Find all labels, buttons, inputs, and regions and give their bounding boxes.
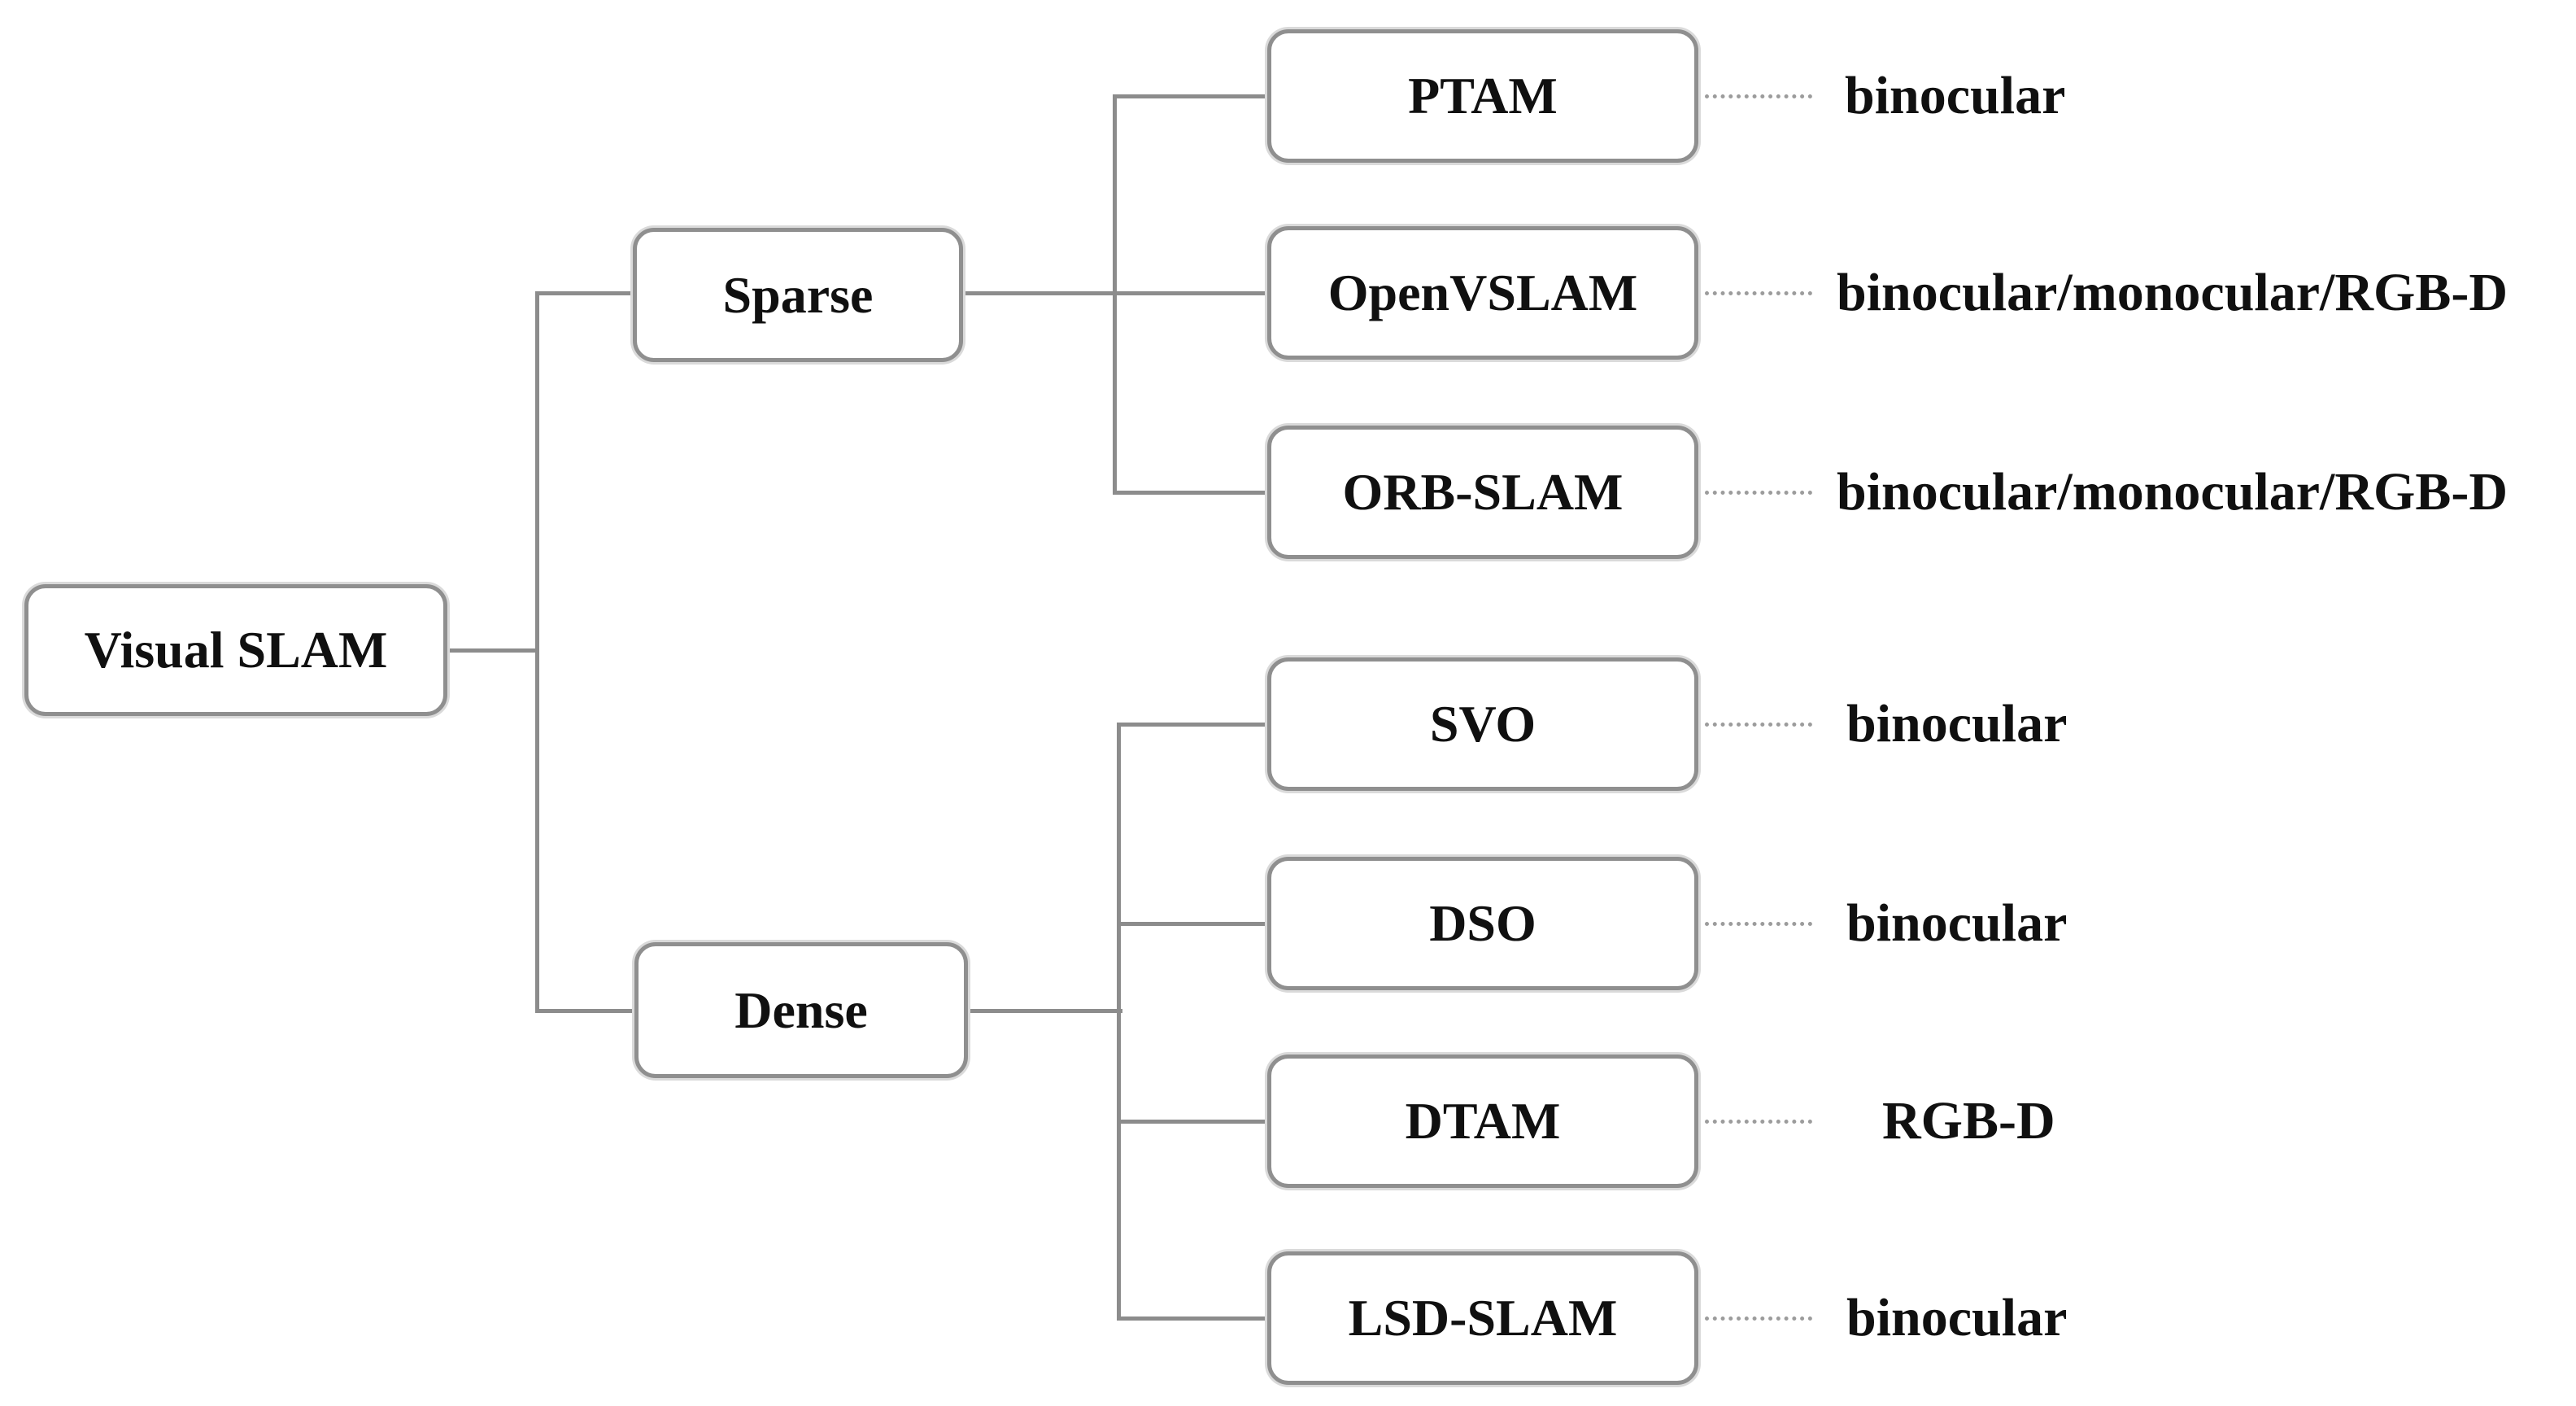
dotted-connector-dso bbox=[1705, 922, 1812, 926]
connector-to-dtam bbox=[1117, 1120, 1269, 1124]
connector-root-trunk bbox=[446, 648, 538, 653]
sensor-label-dtam: RGB-D bbox=[1882, 1091, 2055, 1151]
dotted-connector-svo bbox=[1705, 723, 1812, 727]
connector-to-svo bbox=[1117, 723, 1269, 727]
connector-root-vertical bbox=[535, 291, 539, 1013]
node-dense-label: Dense bbox=[734, 980, 868, 1039]
sensor-label-dso: binocular bbox=[1846, 893, 2068, 953]
connector-dense-trunk bbox=[966, 1009, 1122, 1013]
connector-dense-vertical bbox=[1117, 723, 1121, 1321]
connector-to-orb-slam bbox=[1113, 491, 1269, 495]
node-sparse: Sparse bbox=[633, 228, 963, 362]
connector-to-ptam bbox=[1113, 94, 1269, 98]
sensor-label-svo: binocular bbox=[1846, 694, 2068, 753]
node-lsd-slam-label: LSD-SLAM bbox=[1348, 1289, 1618, 1347]
node-dso: DSO bbox=[1267, 857, 1698, 990]
connector-to-sparse bbox=[535, 291, 634, 295]
dotted-connector-orb-slam bbox=[1705, 491, 1812, 495]
node-visual-slam: Visual SLAM bbox=[24, 584, 447, 716]
node-ptam-label: PTAM bbox=[1408, 67, 1558, 124]
node-dso-label: DSO bbox=[1429, 894, 1536, 952]
dotted-connector-dtam bbox=[1705, 1120, 1812, 1124]
node-orb-slam: ORB-SLAM bbox=[1267, 426, 1698, 559]
node-dense: Dense bbox=[634, 942, 968, 1078]
connector-to-dense bbox=[535, 1009, 636, 1013]
sensor-label-ptam: binocular bbox=[1845, 66, 2066, 125]
sensor-label-orb-slam: binocular/monocular/RGB-D bbox=[1837, 462, 2508, 522]
connector-sparse-trunk bbox=[961, 291, 1118, 295]
dotted-connector-lsd-slam bbox=[1705, 1316, 1812, 1321]
node-visual-slam-label: Visual SLAM bbox=[84, 621, 388, 679]
node-lsd-slam: LSD-SLAM bbox=[1267, 1251, 1698, 1385]
connector-to-lsd-slam bbox=[1117, 1316, 1269, 1321]
node-dtam: DTAM bbox=[1267, 1054, 1698, 1188]
node-openvslam: OpenVSLAM bbox=[1267, 226, 1698, 360]
connector-to-openvslam bbox=[1113, 291, 1269, 295]
sensor-label-lsd-slam: binocular bbox=[1846, 1288, 2068, 1347]
node-orb-slam-label: ORB-SLAM bbox=[1342, 463, 1624, 521]
dotted-connector-openvslam bbox=[1705, 291, 1812, 295]
node-svo-label: SVO bbox=[1429, 695, 1536, 753]
sensor-label-openvslam: binocular/monocular/RGB-D bbox=[1837, 263, 2508, 322]
node-dtam-label: DTAM bbox=[1405, 1092, 1561, 1150]
node-sparse-label: Sparse bbox=[722, 265, 874, 324]
node-openvslam-label: OpenVSLAM bbox=[1327, 264, 1638, 321]
node-svo: SVO bbox=[1267, 657, 1698, 791]
connector-to-dso bbox=[1117, 922, 1269, 926]
node-ptam: PTAM bbox=[1267, 29, 1698, 163]
dotted-connector-ptam bbox=[1705, 94, 1812, 98]
